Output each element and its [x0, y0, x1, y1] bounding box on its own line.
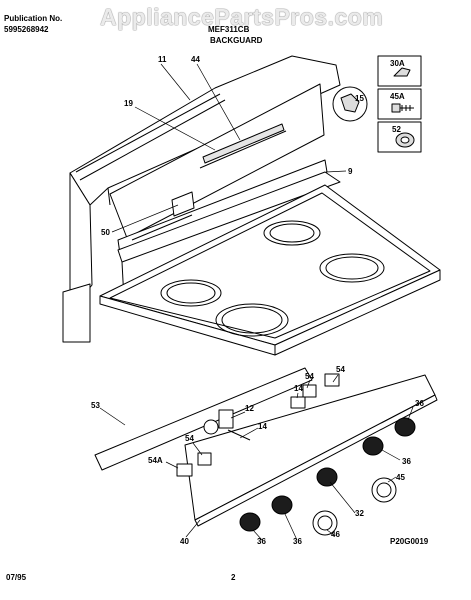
footer-date: 07/95 [6, 573, 27, 582]
switch-54A [176, 463, 193, 477]
clamp-ring-icon [395, 132, 415, 148]
callout-19: 19 [124, 99, 133, 108]
control-panel [184, 374, 438, 527]
diagram-code: P20G0019 [390, 537, 429, 546]
element-right-front [319, 253, 385, 283]
callout-54A: 54A [148, 456, 163, 465]
callout-50: 50 [101, 228, 110, 237]
callout-45A: 45A [390, 92, 405, 101]
indicator-light [203, 409, 251, 441]
callout-9: 9 [348, 167, 353, 176]
model-number: MEF311CB [208, 25, 250, 34]
leader-lines [99, 63, 414, 541]
bezel-5 [394, 417, 416, 437]
control-knobs [312, 477, 397, 536]
callout-11: 11 [158, 55, 167, 64]
bezel-2 [271, 495, 293, 515]
bezel-4 [362, 436, 384, 456]
control-knob-45 [371, 477, 397, 503]
callout-14-lower: 14 [258, 422, 267, 431]
screw-icon [391, 103, 414, 113]
bezel-3 [316, 467, 338, 487]
callout-30A: 30A [390, 59, 405, 68]
footer-page: 2 [231, 573, 236, 582]
callout-36-c: 36 [257, 537, 266, 546]
callout-32: 32 [355, 509, 364, 518]
housing-leg [62, 283, 91, 343]
callout-40: 40 [180, 537, 189, 546]
infinite-switches [176, 373, 340, 477]
callout-54-center: 54 [305, 372, 314, 381]
callout-36-b: 36 [402, 457, 411, 466]
clip-icon [393, 67, 411, 77]
control-knob-46 [312, 510, 338, 536]
side-parts-column [377, 55, 422, 153]
callout-46: 46 [331, 530, 340, 539]
switch-54-center [302, 384, 317, 398]
backguard-housing [62, 55, 341, 343]
backguard-glass [109, 83, 325, 239]
callout-36-d: 36 [293, 537, 302, 546]
surface-elements [160, 220, 385, 337]
cooktop [99, 184, 441, 356]
callout-54-left: 54 [185, 434, 194, 443]
backguard-trim [117, 159, 341, 301]
callout-52: 52 [392, 125, 401, 134]
bezel-1 [239, 512, 261, 532]
callout-45: 45 [396, 473, 405, 482]
element-left-rear [160, 279, 222, 307]
publication-label: Publication No. [4, 14, 63, 23]
switch-54-left [197, 452, 212, 466]
switch-14 [290, 396, 306, 409]
callout-44: 44 [191, 55, 200, 64]
section-title: BACKGUARD [210, 36, 263, 45]
knob-bezels [239, 417, 416, 532]
callout-54-right: 54 [336, 365, 345, 374]
lower-panel-53 [94, 367, 313, 471]
publication-number: 5995268942 [4, 25, 49, 34]
switch-54-right [324, 373, 340, 387]
callout-15: 15 [355, 94, 364, 103]
callout-12: 12 [245, 404, 254, 413]
callout-14-upper: 14 [294, 384, 303, 393]
glass-bracket [131, 191, 195, 241]
callout-53: 53 [91, 401, 100, 410]
element-right-rear [263, 220, 321, 246]
part-15-detail [332, 86, 368, 122]
callout-36-a: 36 [415, 399, 424, 408]
element-left-front [215, 303, 289, 337]
watermark: AppliancePartsPros.com [100, 4, 384, 30]
